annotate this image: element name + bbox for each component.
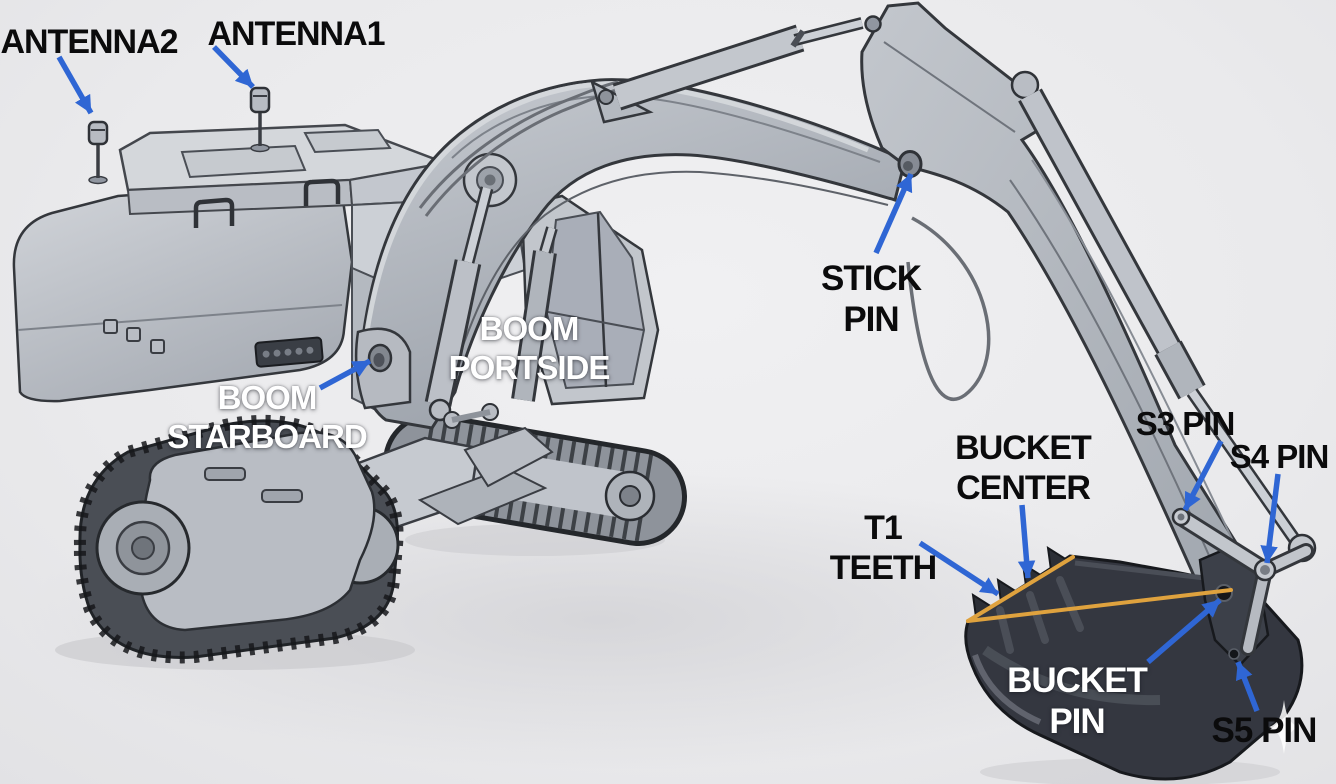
cab-glass bbox=[544, 210, 646, 390]
leader-arrow-antenna2 bbox=[56, 55, 94, 115]
leader-arrow-stick-pin bbox=[873, 172, 914, 255]
leader-arrow-s5-pin bbox=[1235, 661, 1260, 712]
stick-top-pin bbox=[864, 15, 882, 33]
leader-arrow-bucket-center bbox=[1017, 504, 1036, 579]
leader-arrow-boom-starboard bbox=[318, 358, 372, 391]
leader-arrow-antenna1 bbox=[212, 45, 255, 89]
antenna-1 bbox=[249, 86, 271, 153]
orange-reference-lines bbox=[966, 555, 1233, 623]
boom bbox=[354, 78, 907, 430]
bucket-cylinder bbox=[1010, 70, 1317, 563]
stick-cylinder bbox=[589, 17, 864, 124]
s5-pin-hole bbox=[1228, 648, 1240, 660]
side-panel-squares bbox=[103, 319, 165, 354]
leader-arrow-s4-pin bbox=[1260, 473, 1281, 564]
bucket-linkage bbox=[1171, 507, 1314, 656]
boom-cylinders bbox=[424, 186, 558, 429]
stick bbox=[860, 1, 1254, 605]
vent-grille bbox=[254, 336, 324, 368]
callout-arrows bbox=[56, 45, 1281, 712]
teeth-edge-line bbox=[966, 555, 1075, 623]
leader-arrow-t1-teeth bbox=[918, 540, 1000, 597]
bucket-center-line bbox=[966, 588, 1233, 623]
leader-arrow-s3-pin bbox=[1182, 439, 1224, 512]
leader-arrow-bucket-pin bbox=[1146, 597, 1222, 665]
sparkle-watermark-icon bbox=[1269, 700, 1299, 754]
roof-hatch-2 bbox=[303, 128, 392, 154]
handrails bbox=[193, 178, 341, 228]
left-track bbox=[73, 414, 404, 664]
antenna-2 bbox=[87, 120, 109, 185]
